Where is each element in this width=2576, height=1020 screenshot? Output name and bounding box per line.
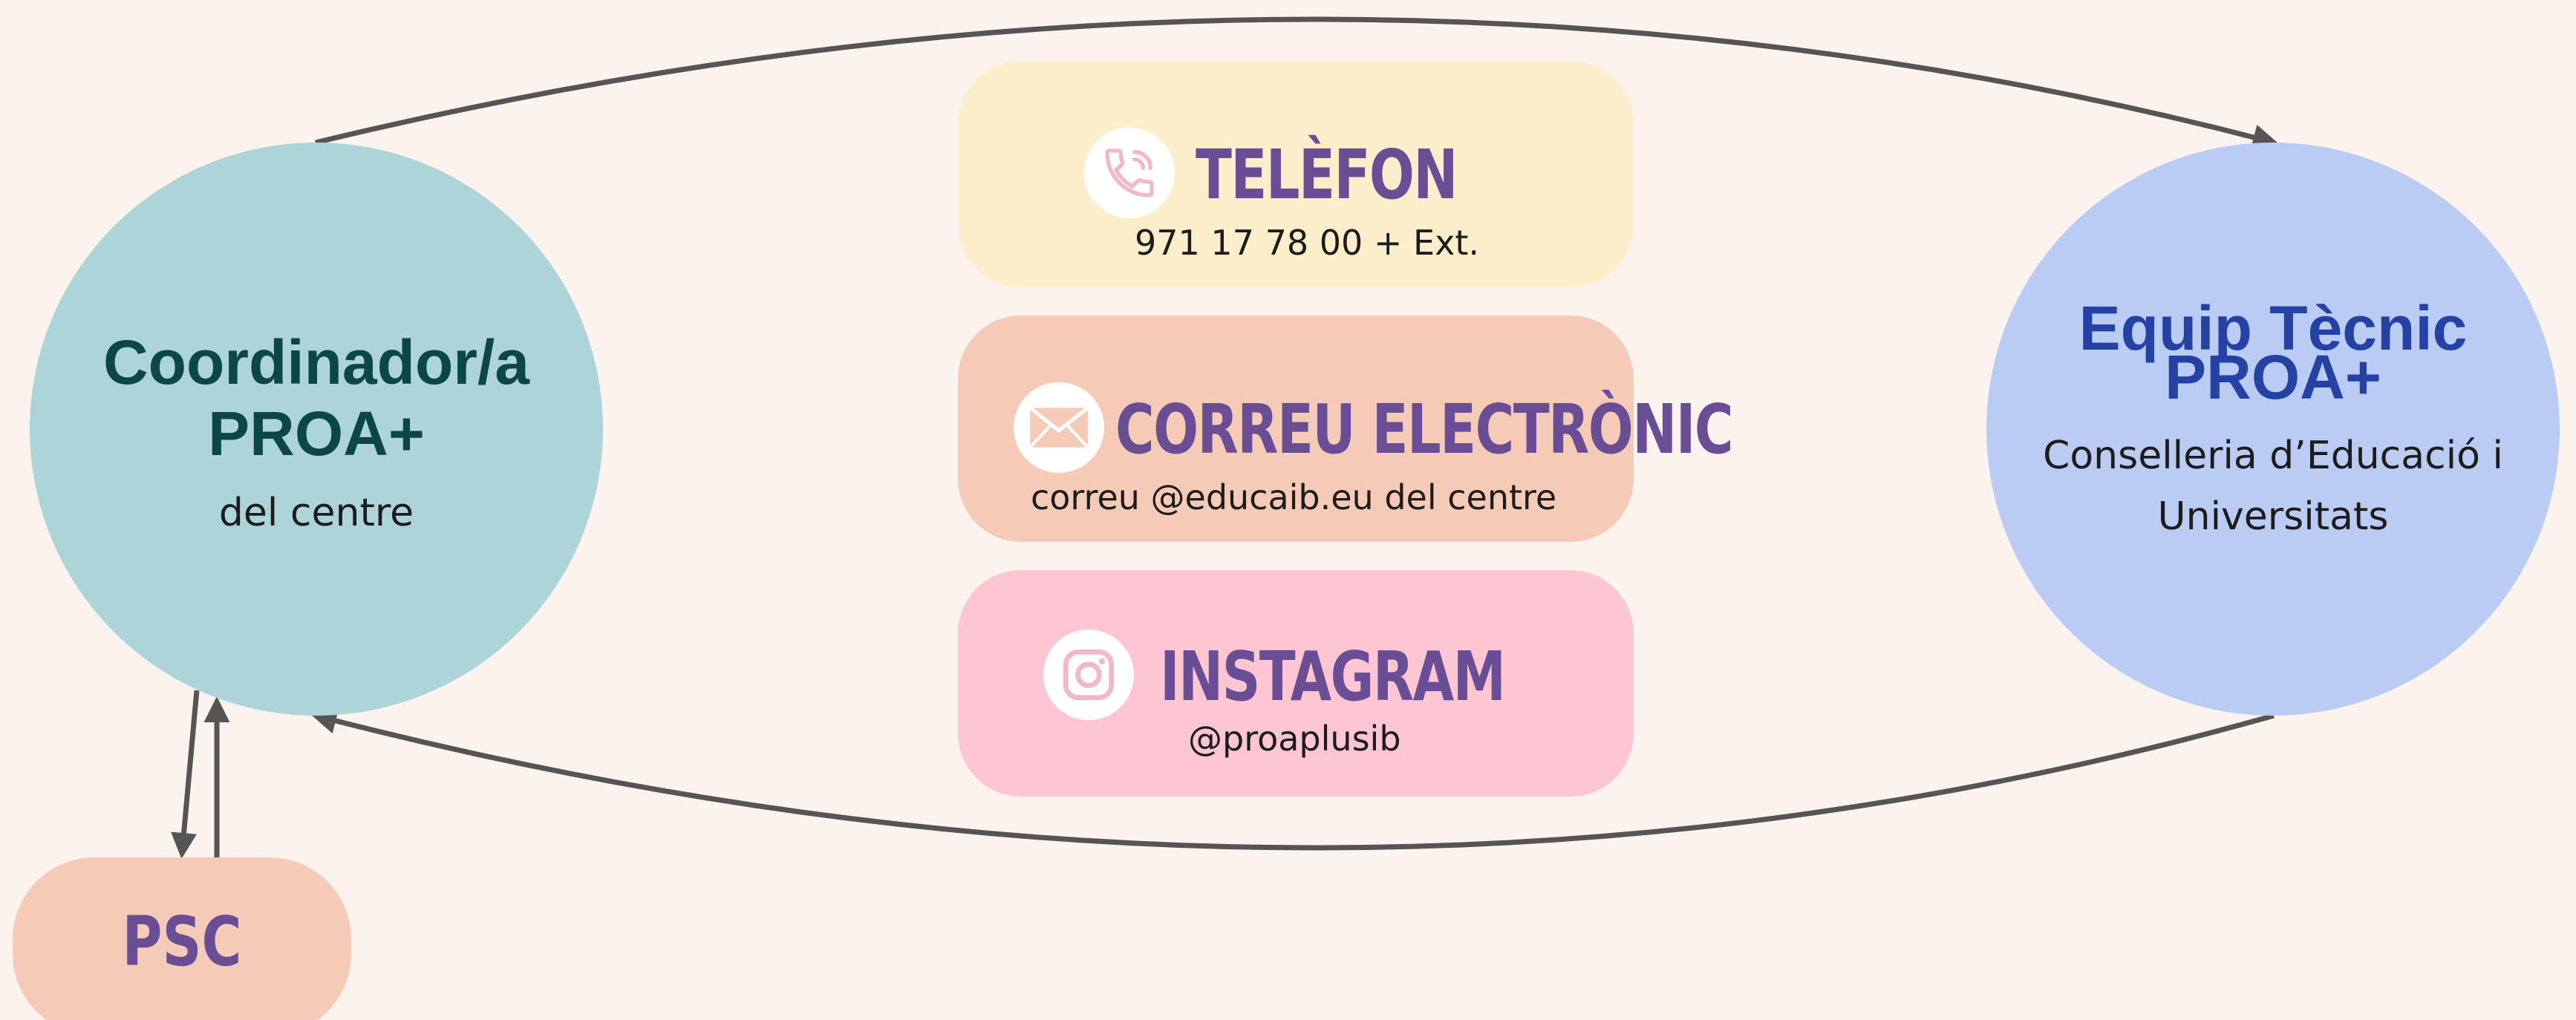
phone-icon <box>1084 128 1175 218</box>
coordinator-node: Coordinador/a PROA+ del centre <box>30 143 603 716</box>
equip-node: Equip Tècnic PROA+ Conselleria d’Educaci… <box>1986 143 2560 716</box>
contact-mail-detail: correu @educaib.eu del centre <box>1031 477 1557 517</box>
arrow-equip-to-coordinator <box>310 708 2275 851</box>
psc-node: PSC <box>13 857 351 1020</box>
contact-mail-label: CORREU ELECTRÒNIC <box>1115 390 1734 469</box>
equip-subtitle: Conselleria d’Educació i Universitats <box>2043 434 2503 539</box>
contact-instagram-label: INSTAGRAM <box>1160 637 1506 716</box>
equip-title-line1: Equip Tècnic <box>2078 293 2468 363</box>
contact-instagram-detail: @proaplusib <box>1188 719 1401 759</box>
contact-phone-card: TELÈFON 971 17 78 00 + Ext. <box>958 61 1634 287</box>
coordinator-title-line1: Coordinador/a <box>102 327 529 397</box>
mail-icon <box>1014 382 1104 473</box>
arrow-coordinator-to-psc <box>171 690 200 859</box>
contact-mail-card: CORREU ELECTRÒNIC correu @educaib.eu del… <box>958 316 1734 542</box>
instagram-icon <box>1043 630 1134 720</box>
equip-title-line2: PROA+ <box>2165 342 2381 412</box>
contact-phone-label: TELÈFON <box>1196 135 1458 215</box>
arrow-coordinator-to-equip <box>315 16 2279 150</box>
psc-label: PSC <box>122 902 242 981</box>
contact-instagram-card: INSTAGRAM @proaplusib <box>958 570 1634 797</box>
contact-phone-detail: 971 17 78 00 + Ext. <box>1135 223 1479 263</box>
coordinator-subtitle: del centre <box>218 491 414 535</box>
coordinator-title-line2: PROA+ <box>208 399 425 468</box>
